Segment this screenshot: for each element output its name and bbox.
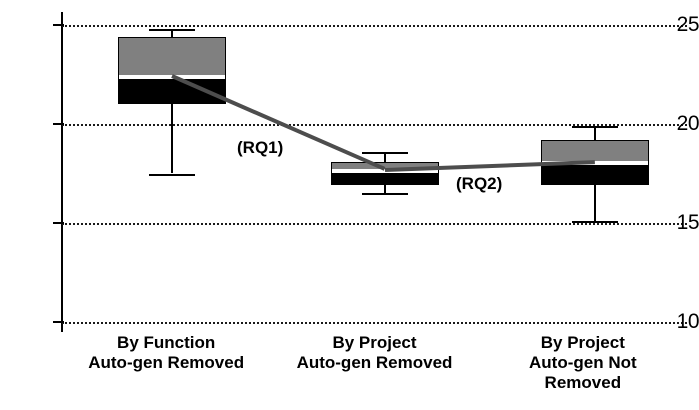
category-label-2-line3: Removed — [544, 373, 622, 393]
whisker-cap-lower — [362, 193, 408, 196]
whisker-cap-upper — [572, 125, 618, 128]
gridline-20 — [62, 124, 687, 126]
boxplot-by-function-auto-gen-removed — [118, 0, 226, 313]
box — [331, 161, 439, 186]
category-label-1-line1: By Project — [332, 333, 417, 352]
annotation-rq2: (RQ2) — [456, 174, 503, 193]
gridline-10 — [62, 322, 687, 324]
y-tick-label-15: 15 — [676, 211, 699, 234]
y-tick-label-10: 10 — [676, 310, 699, 333]
gridline-15 — [62, 223, 687, 225]
category-label-0-line1: By Function — [117, 333, 216, 352]
boxplot-by-project-auto-gen-not-removed — [541, 0, 649, 313]
box-upper-quartile-fill — [542, 140, 648, 161]
y-tick-15 — [53, 222, 64, 224]
whisker-cap-lower — [572, 221, 618, 224]
category-label-2: By Project Auto-gen Not Removed — [479, 333, 687, 410]
whisker-cap-upper — [362, 151, 408, 154]
category-axis-labels: By Function Auto-gen Removed By Project … — [62, 333, 687, 410]
y-tick-10 — [53, 321, 64, 323]
whisker-cap-upper — [149, 28, 195, 31]
y-axis-line — [61, 12, 63, 332]
category-label-2-line1: By Project — [540, 333, 625, 352]
whisker-cap-lower — [149, 173, 195, 176]
category-label-0: By Function Auto-gen Removed — [62, 333, 270, 410]
category-label-1: By Project Auto-gen Removed — [270, 333, 478, 410]
y-tick-25 — [53, 24, 64, 26]
box-upper-quartile-fill — [332, 162, 438, 169]
y-tick-label-20: 20 — [676, 112, 699, 135]
boxplot-by-project-auto-gen-removed — [331, 0, 439, 313]
annotation-rq1: (RQ1) — [237, 138, 284, 157]
category-label-0-line2: Auto-gen Removed — [88, 353, 245, 373]
category-label-1-line2: Auto-gen Removed — [296, 353, 453, 373]
y-tick-label-25: 25 — [676, 13, 699, 36]
category-label-2-line2: Auto-gen Not — [529, 353, 637, 373]
gridline-25 — [62, 25, 687, 27]
box-upper-quartile-fill — [119, 37, 225, 76]
y-tick-20 — [53, 123, 64, 125]
